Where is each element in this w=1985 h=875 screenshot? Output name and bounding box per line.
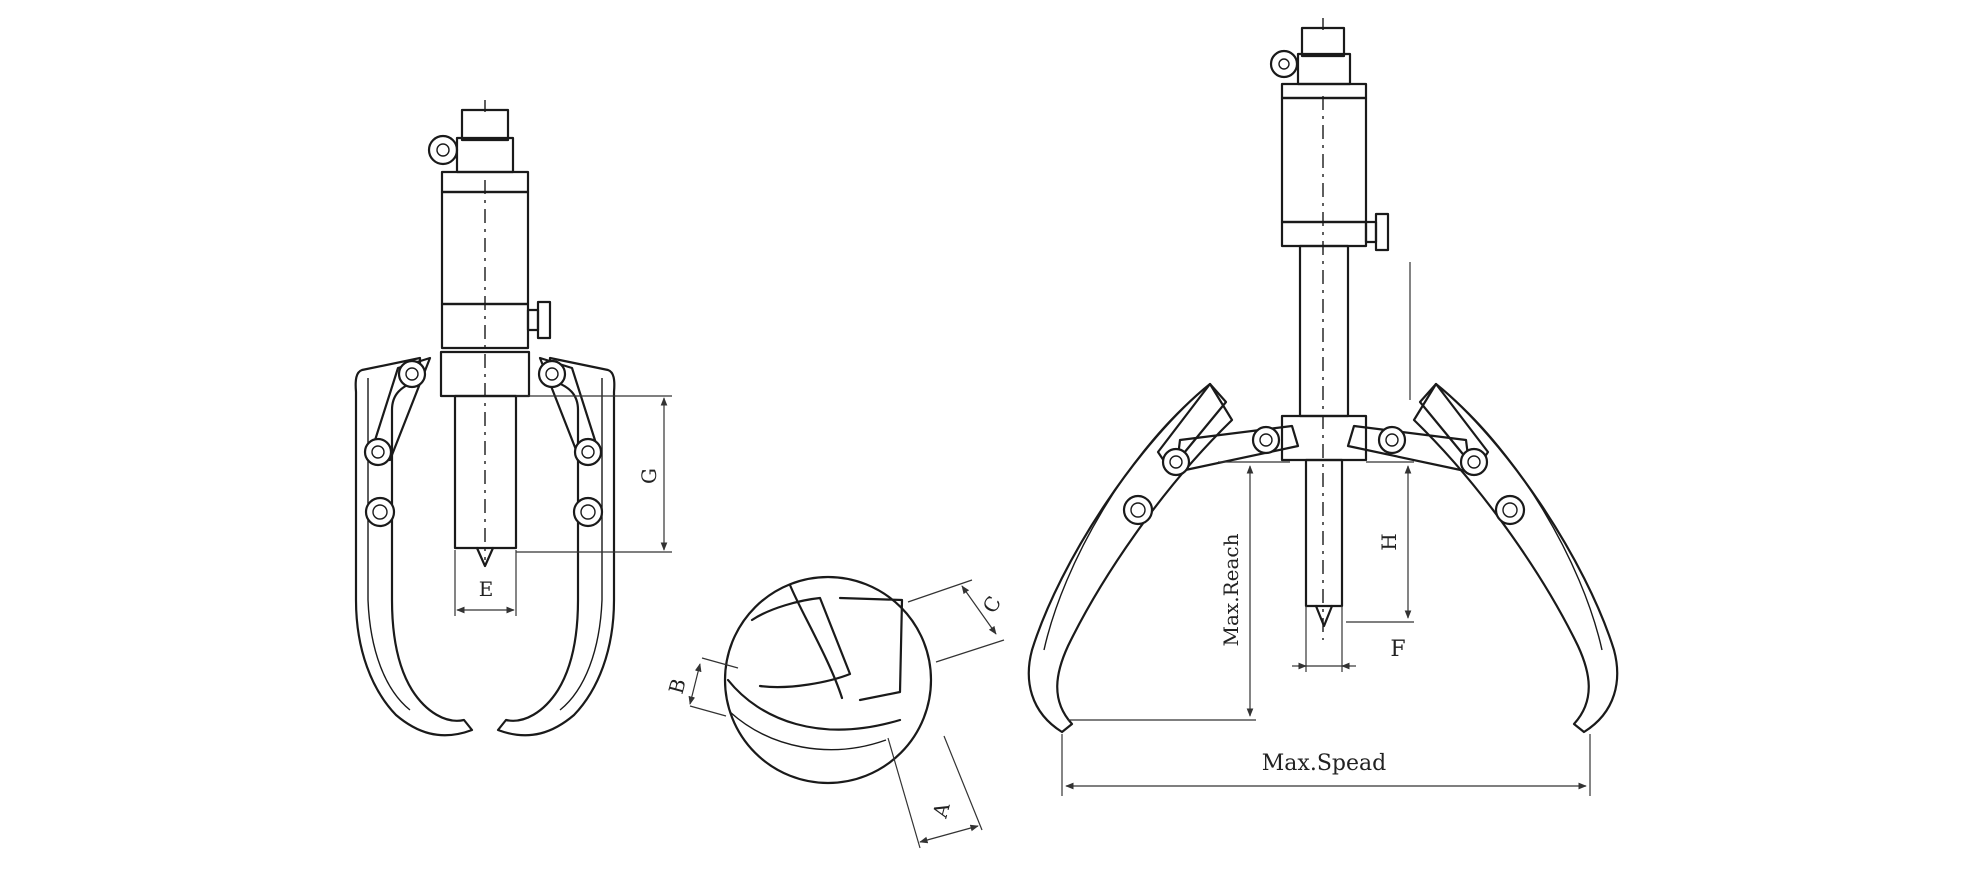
- right-puller-open: Max.Reach H F Max.Spead: [1027, 18, 1619, 796]
- dimension-f: F: [1292, 606, 1406, 672]
- left-puller-closed: G E: [354, 100, 672, 737]
- label-h: H: [1377, 533, 1401, 550]
- dimension-b: B: [664, 657, 739, 717]
- dimension-g: G: [516, 395, 672, 553]
- dimension-h: H: [1346, 262, 1414, 623]
- left-top-nut: [427, 100, 515, 174]
- dimension-a: A: [887, 735, 983, 849]
- right-jaw-left: [1027, 382, 1300, 734]
- right-top-nut: [1269, 18, 1352, 86]
- dimension-c: C: [907, 579, 1006, 663]
- dimension-e: E: [454, 550, 517, 616]
- label-e: E: [479, 577, 494, 601]
- label-b: B: [664, 676, 691, 696]
- label-f: F: [1390, 637, 1405, 662]
- left-spindle: [453, 394, 518, 568]
- left-cylinder: [440, 170, 552, 560]
- label-max-reach: Max.Reach: [1219, 533, 1243, 646]
- right-cylinder: [1280, 82, 1390, 640]
- dimension-max-spead: Max.Spead: [1061, 734, 1591, 796]
- right-spindle: [1304, 458, 1344, 628]
- label-a: A: [928, 800, 955, 822]
- right-jaw-right: [1346, 382, 1619, 734]
- right-tube: [1298, 244, 1350, 418]
- left-jaw-right: [496, 356, 616, 737]
- left-jaw-left: [354, 356, 474, 737]
- jaw-tip-detail: B C A: [664, 575, 1006, 849]
- label-g: G: [637, 468, 661, 484]
- dimension-max-reach: Max.Reach: [1068, 461, 1290, 721]
- label-max-spead: Max.Spead: [1262, 751, 1386, 776]
